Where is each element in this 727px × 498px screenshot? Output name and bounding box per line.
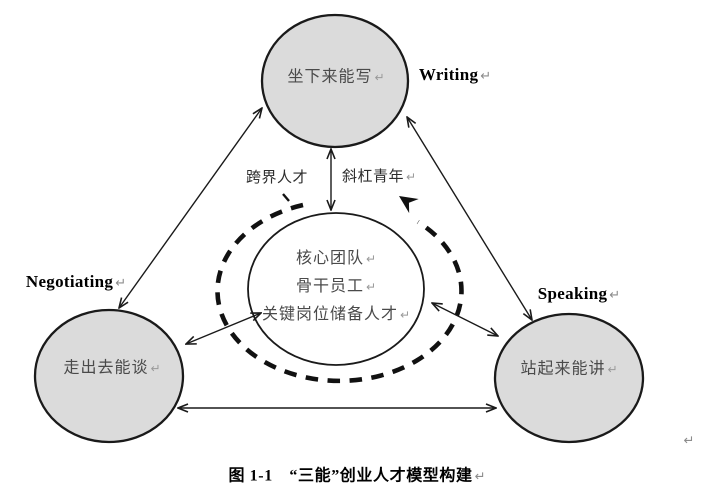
core-team-line-text: 骨干员工 [295, 278, 364, 295]
return-mark-icon: ↵ [115, 275, 127, 291]
tag-text: Writing [418, 64, 479, 84]
return-mark-icon: ↵ [480, 68, 492, 84]
return-mark-icon: ↵ [405, 170, 417, 184]
edge-top-left [119, 108, 262, 308]
stray-dash-tick [282, 193, 290, 202]
figure-caption: 图 1-1 “三能”创业人才模型构建↵ [228, 466, 485, 485]
return-mark-icon: ↵ [399, 308, 411, 322]
annotation-crossover-talent: 跨界人才 [246, 169, 308, 187]
edge-center-right [432, 303, 498, 336]
return-mark-icon: ↵ [474, 469, 486, 485]
core-team-line-text: 核心团队 [295, 250, 364, 267]
node-label-negotiating: 走出去能谈↵ [63, 358, 160, 377]
return-mark-icon: ↵ [374, 70, 385, 85]
node-label-speaking: 站起来能讲↵ [520, 359, 617, 378]
annotation-text: 跨界人才 [245, 170, 309, 186]
return-mark-icon: ↵ [365, 280, 377, 294]
annotation-slash-youth: 斜杠青年↵ [342, 168, 416, 186]
node-label-text: 站起来能讲 [520, 360, 606, 378]
stray-return-mark-icon: ↵ [683, 433, 695, 449]
node-label-text: 走出去能谈 [63, 359, 149, 377]
tag-writing: Writing↵ [419, 65, 491, 85]
core-team-line-text: 关键岗位储备人才 [261, 306, 398, 323]
tag-negotiating: Negotiating↵ [26, 272, 126, 292]
return-mark-icon: ↵ [607, 362, 618, 377]
tag-speaking: Speaking↵ [538, 284, 620, 304]
node-circle-speaking [493, 312, 645, 444]
node-circle-negotiating [33, 308, 185, 444]
annotation-text: 斜杠青年 [341, 169, 404, 185]
edge-top-right [407, 117, 532, 320]
dashed-cycle-arrowhead-icon [399, 196, 419, 214]
node-circle-writing [260, 13, 410, 149]
node-label-writing: 坐下来能写↵ [287, 67, 384, 86]
return-mark-icon: ↵ [609, 287, 621, 303]
edge-center-left [186, 313, 261, 344]
return-mark-icon: ↵ [150, 361, 161, 376]
node-label-text: 坐下来能写 [287, 68, 373, 86]
core-team-text-block: 核心团队↵ 骨干员工↵ 关键岗位储备人才↵ [262, 245, 410, 329]
tag-text: Speaking [537, 283, 608, 303]
figure-caption-text: 图 1-1 “三能”创业人才模型构建 [228, 467, 473, 485]
core-team-line: 关键岗位储备人才↵ [262, 301, 410, 329]
return-mark-icon: ↵ [365, 252, 377, 266]
core-team-line: 核心团队↵ [262, 245, 410, 273]
tag-text: Negotiating [25, 271, 114, 291]
core-team-line: 骨干员工↵ [262, 273, 410, 301]
